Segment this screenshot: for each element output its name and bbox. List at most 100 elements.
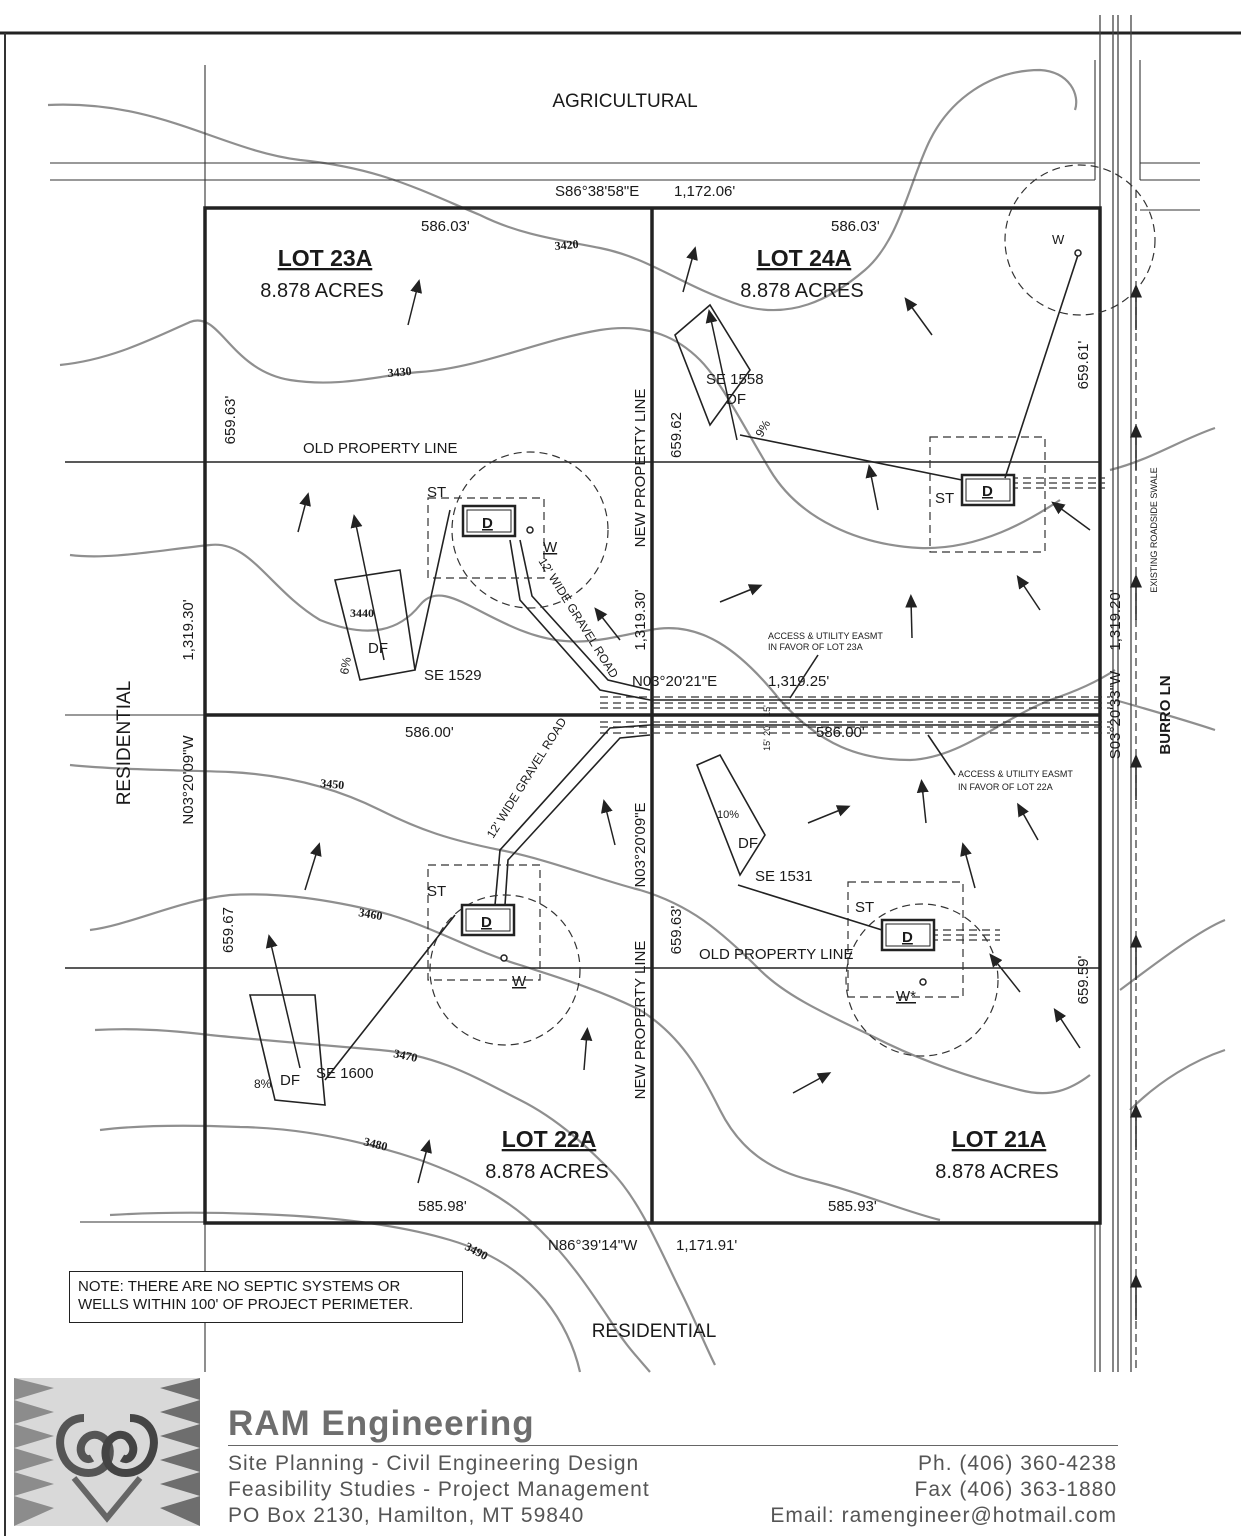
- west-bearing: N03°20'09"W: [180, 735, 197, 825]
- center-length: 1,319.30': [632, 589, 649, 650]
- contour-east-3: [1119, 918, 1226, 991]
- firm-name: RAM Engineering: [228, 1404, 535, 1443]
- easement-width-1: 15': [762, 705, 772, 717]
- contour-3450: [69, 763, 1091, 1095]
- elev-3480: 3480: [362, 1134, 389, 1153]
- elev-3470: 3470: [392, 1046, 418, 1065]
- note-line-2: WELLS WITHIN 100' OF PROJECT PERIMETER.: [78, 1296, 414, 1313]
- note-line-1: NOTE: THERE ARE NO SEPTIC SYSTEMS OR: [78, 1278, 401, 1295]
- title-block: RAM Engineering Site Planning - Civil En…: [0, 1372, 1241, 1536]
- contour-3480: [99, 1124, 651, 1373]
- lot-21a-acres: 8.878 ACRES: [935, 1161, 1058, 1183]
- dim-s21: 585.93': [828, 1198, 877, 1215]
- lot-22a-name: LOT 22A: [502, 1126, 597, 1152]
- septic-lot-21a: [695, 753, 999, 1057]
- firm-phone: Ph. (406) 360-4238: [918, 1452, 1117, 1475]
- contour-east-1: [1109, 426, 1216, 472]
- df-24a: DF: [726, 391, 746, 408]
- south-bearing: N86°39'14"W: [548, 1237, 638, 1254]
- d-24a: D: [982, 483, 993, 500]
- contour-3490: [109, 1211, 582, 1373]
- st-22a: ST: [427, 883, 446, 900]
- lot-23a-acres: 8.878 ACRES: [260, 280, 383, 302]
- easement-width-2: 20': [762, 724, 772, 736]
- dim-w22: 659.67: [220, 907, 237, 953]
- lot-24a-acres: 8.878 ACRES: [740, 280, 863, 302]
- firm-tagline-1: Site Planning - Civil Engineering Design: [228, 1452, 640, 1475]
- st-23a: ST: [427, 484, 446, 501]
- access-easements: [600, 477, 1110, 941]
- easement-22a-leader: [927, 734, 956, 776]
- dim-c21: 659.63': [668, 905, 685, 954]
- mid-length: 1,319.25': [768, 673, 829, 690]
- elev-3420: 3420: [554, 237, 579, 253]
- new-property-line-label-south: NEW PROPERTY LINE: [632, 941, 649, 1100]
- zone-west: RESIDENTIAL: [114, 681, 135, 806]
- st-24a: ST: [935, 490, 954, 507]
- easement-23a-line2: IN FAVOR OF LOT 23A: [768, 642, 863, 652]
- w-24a: W: [1052, 232, 1065, 247]
- drainage-arrows: [265, 246, 1142, 1320]
- easement-23a-leader: [789, 654, 819, 699]
- contour-3430: [59, 319, 1061, 550]
- d-22a: D: [481, 914, 492, 931]
- contour-3460: [89, 893, 941, 1222]
- east-length: 1,319.20': [1107, 589, 1124, 650]
- dim-n24: 586.03': [831, 218, 880, 235]
- center-bearing: N03°20'09"E: [632, 802, 649, 887]
- elev-3430: 3430: [387, 364, 412, 380]
- septic-lot-24a: [674, 164, 1156, 553]
- zone-south: RESIDENTIAL: [592, 1321, 717, 1342]
- west-length: 1,319.30': [180, 599, 197, 660]
- se-1600: SE 1600: [316, 1065, 374, 1082]
- firm-email[interactable]: Email: ramengineer@hotmail.com: [770, 1504, 1117, 1527]
- old-property-line-label-north: OLD PROPERTY LINE: [303, 440, 458, 457]
- dim-w23: 659.63': [222, 395, 239, 444]
- se-1531: SE 1531: [755, 868, 813, 885]
- east-bearing: S03°20'33"W: [1107, 670, 1124, 759]
- easement-23a-line1: ACCESS & UTILITY EASMT: [768, 631, 883, 641]
- w-22a: W: [512, 973, 527, 990]
- contour-3470: [94, 1028, 716, 1366]
- contour-lines: [47, 68, 1226, 1373]
- dim-s22: 585.98': [418, 1198, 467, 1215]
- south-length: 1,171.91': [676, 1237, 737, 1254]
- elev-3450: 3450: [320, 776, 345, 792]
- se-1529: SE 1529: [424, 667, 482, 684]
- lot-24a-name: LOT 24A: [757, 245, 852, 271]
- dim-e21: 659.59': [1075, 955, 1092, 1004]
- se-1558: SE 1558: [706, 371, 764, 388]
- contour-east-2: [1114, 698, 1216, 732]
- df-21a: DF: [738, 835, 758, 852]
- ram-logo: [14, 1378, 200, 1526]
- swale-label: EXISTING ROADSIDE SWALE: [1149, 467, 1159, 592]
- easement-22a-line1: ACCESS & UTILITY EASMT: [958, 769, 1073, 779]
- dim-mid-e: 586.00': [816, 724, 865, 741]
- firm-tagline-2: Feasibility Studies - Project Management: [228, 1478, 650, 1501]
- gravel-road-label-north: 12' WIDE GRAVEL ROAD: [536, 555, 622, 681]
- elev-3440: 3440: [350, 606, 374, 620]
- st-21a: ST: [855, 899, 874, 916]
- slope-24a: 9%: [752, 417, 773, 439]
- df-22a: DF: [280, 1072, 300, 1089]
- slope-22a: 8%: [254, 1077, 272, 1091]
- d-21a: D: [902, 929, 913, 946]
- dim-c24: 659.62: [668, 412, 685, 458]
- lot-21a-name: LOT 21A: [952, 1126, 1047, 1152]
- north-length: 1,172.06': [674, 183, 735, 200]
- lot-23a-name: LOT 23A: [278, 245, 373, 271]
- w-23a: W: [543, 539, 558, 556]
- septic-lot-23a: [334, 451, 609, 681]
- perimeter-note: NOTE: THERE ARE NO SEPTIC SYSTEMS OR WEL…: [69, 1271, 463, 1323]
- dim-n23: 586.03': [421, 218, 470, 235]
- new-property-line-label-north: NEW PROPERTY LINE: [632, 389, 649, 548]
- septic-lot-22a: [248, 864, 581, 1106]
- gravel-roads: [494, 539, 1100, 906]
- contour-3420: [47, 68, 1078, 312]
- old-property-line-label-south: OLD PROPERTY LINE: [699, 946, 854, 963]
- road-name: BURRO LN: [1157, 675, 1174, 754]
- easement-22a-line2: IN FAVOR OF LOT 22A: [958, 782, 1053, 792]
- dim-mid-w: 586.00': [405, 724, 454, 741]
- lot-22a-acres: 8.878 ACRES: [485, 1161, 608, 1183]
